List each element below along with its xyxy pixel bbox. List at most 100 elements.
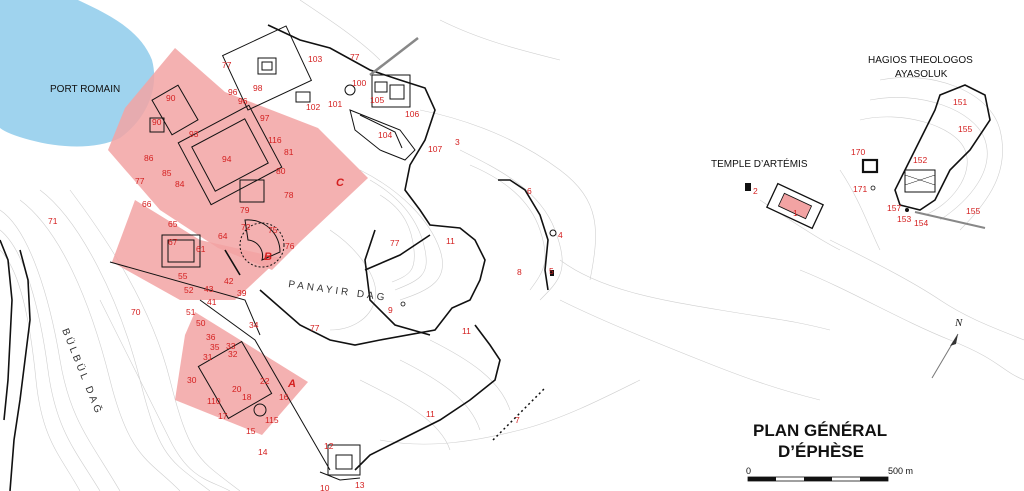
site-number: 97 <box>260 113 270 123</box>
site-number: 102 <box>306 102 320 112</box>
site-number: 155 <box>958 124 972 134</box>
site-number: 77 <box>222 60 232 70</box>
zone-b-area <box>112 200 280 300</box>
site-number: 110 <box>207 396 221 406</box>
site-number: 11 <box>446 236 455 246</box>
site-number: 98 <box>253 83 263 93</box>
site-number: 90 <box>166 93 176 103</box>
north-arrow: N <box>931 317 963 379</box>
harbour-water <box>0 0 155 147</box>
site-number: 78 <box>284 190 294 200</box>
ayasoluk-site <box>861 84 991 229</box>
site-number: 151 <box>953 97 967 107</box>
site-number: 5 <box>549 266 554 276</box>
site-number: 17 <box>218 411 228 421</box>
site-number: 4 <box>558 230 563 240</box>
site-number: 70 <box>131 307 141 317</box>
site-number: 15 <box>246 426 256 436</box>
scale-end-label: 500 m <box>888 466 913 476</box>
site-number: 55 <box>178 271 188 281</box>
site-number: 9 <box>388 305 393 315</box>
site-number: 65 <box>168 219 178 229</box>
site-number: 155 <box>966 206 980 216</box>
site-number: 105 <box>370 95 384 105</box>
temple-artemis-label: TEMPLE D’ARTÉMIS <box>711 157 808 170</box>
site-number: 171 <box>853 184 867 194</box>
north-label: N <box>954 317 963 329</box>
site-number: 33 <box>226 341 236 351</box>
site-number: 13 <box>355 480 365 490</box>
site-number: 66 <box>142 199 152 209</box>
site-number: 154 <box>914 218 928 228</box>
site-number: 61 <box>196 244 206 254</box>
site-number: 3 <box>455 137 460 147</box>
zone-c-area <box>108 48 368 270</box>
site-number: 80 <box>276 166 286 176</box>
site-number: 64 <box>218 231 228 241</box>
site-number: 30 <box>187 375 197 385</box>
site-number: 50 <box>196 318 206 328</box>
site-number: 11 <box>462 326 471 336</box>
site-number: 36 <box>206 332 216 342</box>
site-number: 77 <box>350 52 360 62</box>
site-number: 106 <box>405 109 419 119</box>
site-number: 1 <box>793 208 798 218</box>
site-number: 39 <box>237 288 247 298</box>
site-number: 170 <box>851 147 865 157</box>
site-numbers: 103 77 77 98 100 102 101 105 106 90 96 9… <box>48 52 980 491</box>
site-number: 22 <box>260 376 270 386</box>
site-number: 84 <box>175 179 185 189</box>
site-number: 152 <box>913 155 927 165</box>
site-number: 32 <box>228 349 238 359</box>
port-romain-label: PORT ROMAIN <box>50 84 120 95</box>
buildings <box>109 25 557 481</box>
site-number: 41 <box>207 297 217 307</box>
site-number: 31 <box>203 352 213 362</box>
site-number: 104 <box>378 130 392 140</box>
site-number: 96 <box>228 87 238 97</box>
site-number: 100 <box>352 78 366 88</box>
site-number: 76 <box>285 241 295 251</box>
scale-bar: 0 500 m <box>746 466 913 482</box>
site-number: 115 <box>265 415 279 425</box>
city-walls <box>0 24 549 491</box>
site-number: 67 <box>168 237 178 247</box>
site-number: 96 <box>238 96 248 106</box>
site-number: 10 <box>320 483 330 491</box>
site-number: 79 <box>240 205 250 215</box>
site-number: 85 <box>162 168 172 178</box>
site-number: 34 <box>249 320 259 330</box>
site-number: 101 <box>328 99 342 109</box>
site-number: 8 <box>517 267 522 277</box>
site-number: 42 <box>224 276 234 286</box>
highlighted-zones <box>108 48 368 435</box>
site-number: 157 <box>887 203 901 213</box>
site-number: 75 <box>268 225 278 235</box>
site-number: 18 <box>242 392 252 402</box>
site-number: 153 <box>897 214 911 224</box>
site-number: 52 <box>184 285 194 295</box>
panayir-dag-label: PANAYIR DAG <box>288 279 388 304</box>
site-number: 6 <box>527 186 532 196</box>
site-number: 77 <box>310 323 320 333</box>
site-number: 20 <box>232 384 242 394</box>
site-number: 72 <box>241 222 251 232</box>
scale-start-label: 0 <box>746 466 751 476</box>
site-number: 11 <box>426 409 435 419</box>
site-number: 16 <box>279 392 289 402</box>
site-number: 81 <box>284 147 294 157</box>
site-number: 2 <box>753 186 758 196</box>
ayasoluk-label: AYASOLUK <box>895 69 948 80</box>
site-number: 7 <box>515 415 520 425</box>
zone-label-a: A <box>287 378 296 390</box>
map-title-line2: D’ÉPHÈSE <box>778 442 864 461</box>
road <box>369 37 419 76</box>
site-number: 93 <box>189 129 199 139</box>
hagios-theologos-label: HAGIOS THEOLOGOS <box>868 55 973 66</box>
site-number: 12 <box>324 441 334 451</box>
site-number: 116 <box>268 135 282 145</box>
site-number: 90 <box>152 117 162 127</box>
